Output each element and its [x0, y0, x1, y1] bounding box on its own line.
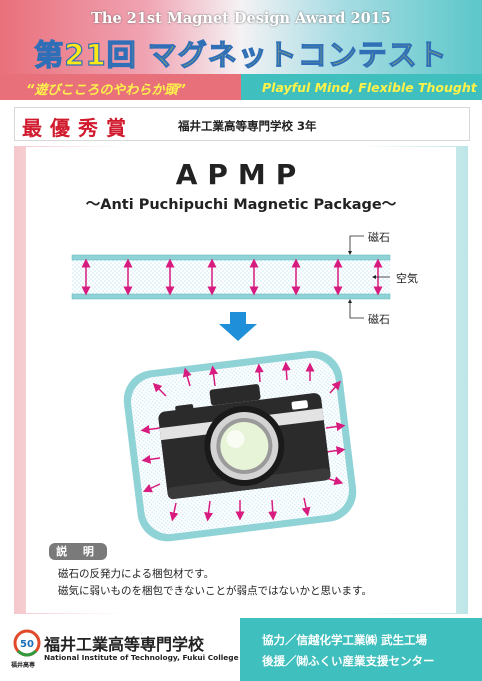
repulsion-arrows [140, 361, 346, 522]
label-air: 空気 [396, 272, 418, 285]
school-name-japanese: 福井工業高等専門学校 [44, 635, 205, 654]
school-logo-icon: 50 [13, 629, 41, 657]
description-label: 説 明 [49, 543, 107, 560]
work-subtitle: ～Anti Puchipuchi Magnetic Package～ [85, 197, 397, 213]
cooperation-credit: 協力／信越化学工業㈱ 武生工場 [262, 633, 428, 647]
description-text: 磁石の反発力による梱包材です。 磁気に弱いものを梱包できないことが弱点ではないか… [58, 566, 372, 600]
support-credit: 後援／㈶ふくい産業支援センター [262, 654, 435, 668]
logo-caption: 福井高専 [11, 662, 36, 669]
description-line-2: 磁気に弱いものを梱包できないことが弱点ではないかと思います。 [58, 585, 372, 597]
award-strip [14, 107, 470, 141]
package-diagram [123, 350, 357, 542]
description-line-1: 磁石の反発力による梱包材です。 [58, 568, 215, 580]
camera-icon [158, 384, 331, 500]
theme-band [0, 74, 482, 100]
school-name-english: National Institute of Technology, Fukui … [44, 653, 239, 662]
footer-school [0, 618, 240, 681]
down-arrow-icon [219, 312, 257, 341]
theme-english: Playful Mind, Flexible Thought [262, 80, 477, 95]
label-magnet-bottom: 磁石 [368, 313, 390, 326]
award-english-title: The 21st Magnet Design Award 2015 [91, 10, 391, 27]
theme-japanese: “遊びこころのやわらか頭” [26, 83, 186, 98]
poster-footer [0, 618, 482, 681]
sheet-diagram [71, 235, 391, 319]
theme-band-left [0, 74, 241, 100]
theme-band-right [241, 74, 482, 100]
award-school: 福井工業高等専門学校 3年 [178, 119, 317, 133]
award-title: 最優秀賞 [22, 116, 134, 140]
contest-japanese-title: 第21回 マグネットコンテスト [34, 37, 448, 72]
work-title: APMP [175, 158, 307, 191]
footer-sponsors [240, 618, 482, 681]
label-magnet-top: 磁石 [368, 231, 390, 244]
logo-number: 50 [20, 639, 34, 650]
